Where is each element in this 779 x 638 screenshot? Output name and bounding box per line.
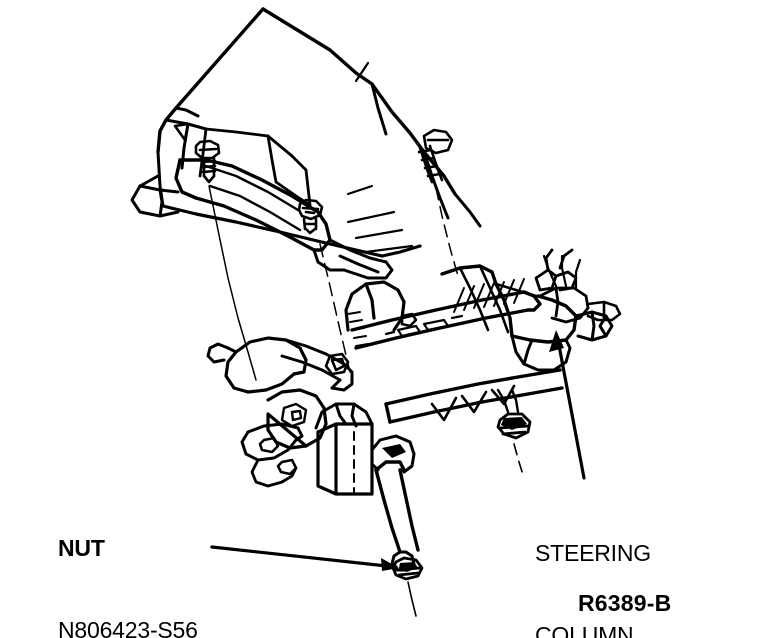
shaft-end-nut-fill	[399, 562, 418, 572]
panel-break-lines	[346, 184, 414, 254]
nut-leader-arrowhead	[381, 558, 399, 571]
lower-cross-beam	[384, 368, 564, 424]
column-leader-line	[556, 338, 586, 480]
left-pivot-boss	[324, 352, 350, 376]
left-linkage-arm	[280, 338, 354, 392]
upper-middle-bolt-centerline	[319, 243, 351, 373]
shaft-end-nut-centerline	[407, 581, 417, 617]
dash-panel-notch	[173, 122, 190, 142]
column-right-wires	[542, 254, 582, 290]
lower-left-small-eye	[276, 458, 298, 476]
panel-right-stud-centerline	[435, 187, 459, 277]
upper-middle-bolt	[297, 198, 324, 235]
callout-nut-part-number: N806423-S56	[58, 616, 198, 638]
bracket-nut-stud	[496, 388, 520, 414]
dash-panel-right-skirt	[370, 82, 482, 228]
center-box-top-link	[314, 402, 374, 430]
dash-panel-center-rib	[198, 127, 312, 207]
callout-nut-title: NUT	[58, 535, 105, 562]
column-right-end	[538, 286, 590, 324]
support-bracket-flange	[510, 334, 572, 372]
support-bracket-web	[458, 264, 538, 334]
column-clamp-boss	[400, 312, 418, 328]
lower-left-lever-eye	[258, 436, 280, 454]
column-clamp-hatch	[347, 311, 369, 347]
bracket-arm-inner-edge	[204, 164, 302, 232]
panel-upper-tick	[354, 61, 370, 83]
figure-id-label: R6389-B	[578, 590, 672, 616]
callout-nut: NUT N806423-S56 TIGHTEN TO 21-28 N·m (16…	[58, 481, 200, 638]
bracket-right-tab	[312, 238, 394, 280]
column-leader-arrowhead	[549, 330, 564, 352]
left-support-bracket	[224, 336, 308, 394]
intermediate-shaft	[374, 460, 420, 554]
column-right-tip	[586, 300, 622, 322]
callout-column-line2: COLUMN	[535, 621, 634, 638]
dash-panel-lower-edge	[161, 204, 422, 258]
panel-right-stud	[417, 128, 454, 184]
upper-left-bolt	[194, 139, 221, 184]
lower-left-housing-detail	[280, 402, 308, 428]
shaft-upper-collar	[370, 434, 416, 474]
callout-steering-column: STEERING COLUMN ASSY 3C529	[535, 486, 651, 638]
lower-left-tail	[250, 458, 298, 488]
shaft-collar-slot	[382, 444, 406, 458]
lower-left-lever	[240, 422, 304, 462]
bracket-left-foot	[130, 174, 180, 218]
upper-left-bolt-centerline	[208, 185, 257, 381]
bracket-nut-fill	[501, 417, 527, 430]
left-bracket-rod	[206, 342, 238, 364]
bracket-nut-centerline	[513, 443, 525, 479]
nut-leader-line	[210, 545, 398, 569]
cross-beam-vee-pattern	[430, 384, 516, 422]
center-lower-box	[316, 422, 374, 496]
column-detail-slots	[384, 314, 464, 338]
callout-column-line1: STEERING	[535, 540, 651, 567]
